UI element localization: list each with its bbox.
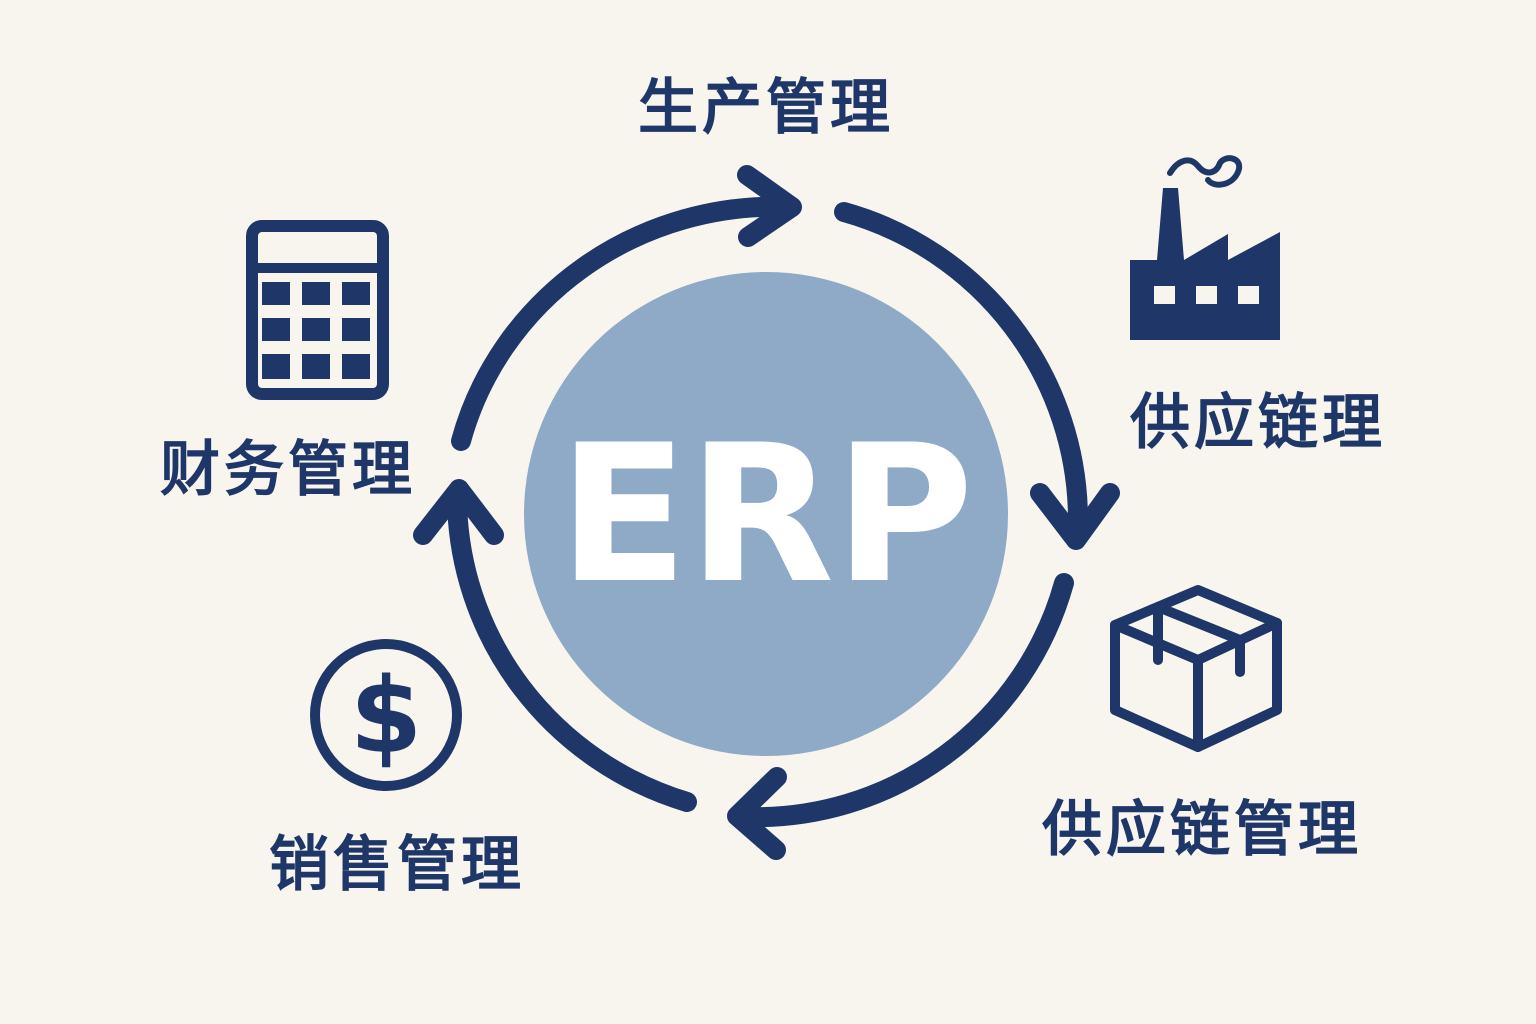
cycle-arrow-bottom-right	[735, 573, 1074, 828]
cycle-arrow-top-right	[834, 202, 1088, 530]
box-icon	[1110, 585, 1282, 752]
label-supply-chain-top: 供应链理	[1130, 388, 1386, 458]
erp-center-circle	[524, 272, 1008, 756]
cycle-arrowhead-top	[737, 165, 802, 247]
label-sales: 销售管理	[269, 830, 525, 900]
cycle-arrowhead-left	[413, 479, 504, 545]
label-supply-chain-bottom: 供应链管理	[1042, 795, 1362, 865]
cycle-arrow-top-left	[451, 196, 800, 451]
dollar-coin-icon: $	[310, 639, 462, 791]
factory-icon	[1130, 155, 1280, 340]
cycle-arrowhead-bottom	[727, 767, 787, 860]
label-finance: 财务管理	[160, 435, 416, 505]
erp-center-label: ERP	[558, 404, 973, 625]
cycle-arrow-bottom-left	[447, 487, 697, 812]
cycle-arrowhead-right	[1030, 483, 1120, 550]
calculator-icon	[246, 220, 389, 400]
label-production: 生产管理	[638, 73, 894, 143]
svg-text:$: $	[350, 655, 422, 777]
